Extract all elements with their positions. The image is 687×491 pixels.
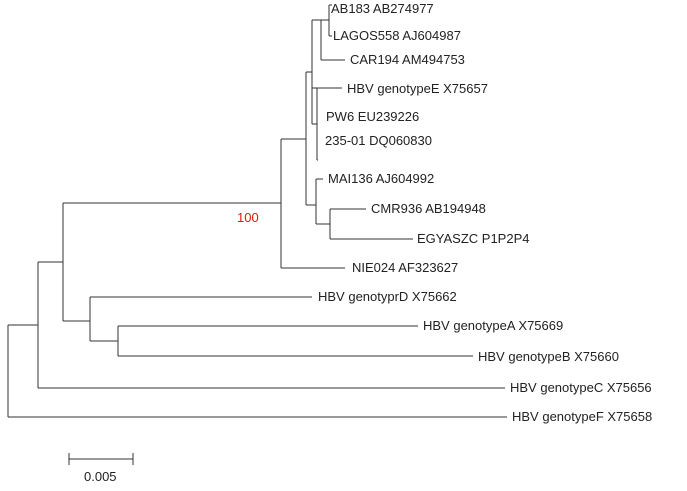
leaf-label: LAGOS558 AJ604987 — [333, 28, 461, 43]
leaf-label: CMR936 AB194948 — [371, 201, 486, 216]
bootstrap-value: 100 — [237, 210, 259, 225]
leaf-label: HBV genotyprD X75662 — [318, 289, 457, 304]
tree-vertical-connectors — [7, 5, 331, 417]
leaf-label: HBV genotypeF X75658 — [512, 409, 652, 424]
leaf-label: HBV genotypeE X75657 — [347, 81, 488, 96]
scale-bar: 0.005 — [68, 453, 134, 484]
leaf-label: HBV genotypeC X75656 — [510, 380, 652, 395]
scale-bar-label: 0.005 — [84, 469, 117, 484]
leaf-label: PW6 EU239226 — [326, 109, 419, 124]
leaf-label: CAR194 AM494753 — [350, 52, 465, 67]
leaf-label: MAI136 AJ604992 — [328, 171, 434, 186]
leaf-labels: AB183 AB274977 LAGOS558 AJ604987 CAR194 … — [318, 1, 652, 424]
leaf-label: HBV genotypeB X75660 — [478, 349, 619, 364]
leaf-label: HBV genotypeA X75669 — [423, 318, 563, 333]
leaf-label: EGYASZC P1P2P4 — [417, 231, 529, 246]
tree-terminal-branches — [8, 4, 507, 418]
leaf-label: AB183 AB274977 — [331, 1, 434, 16]
leaf-label: 235-01 DQ060830 — [325, 133, 432, 148]
tree-internal-branches — [8, 19, 330, 342]
leaf-label: NIE024 AF323627 — [352, 260, 458, 275]
